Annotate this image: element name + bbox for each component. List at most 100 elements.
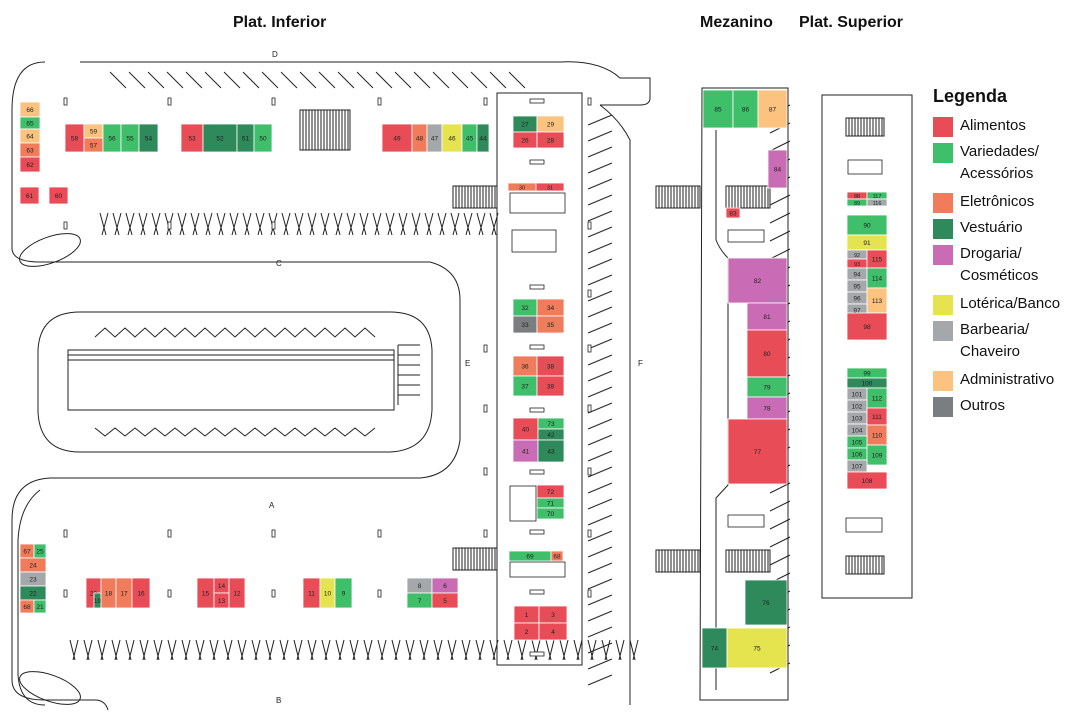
store-81[interactable]: 81 [746, 302, 788, 331]
store-89[interactable]: 89 [846, 198, 868, 207]
store-7[interactable]: 7 [406, 592, 433, 609]
store-shape[interactable] [732, 89, 759, 129]
store-shape[interactable] [48, 186, 69, 205]
store-67[interactable]: 67 [19, 543, 35, 559]
store-shape[interactable] [537, 439, 565, 463]
store-41[interactable]: 41 [512, 439, 539, 463]
store-5[interactable]: 5 [431, 592, 459, 609]
store-106[interactable]: 106 [846, 447, 868, 461]
store-30[interactable]: 30 [507, 182, 537, 192]
store-59[interactable]: 59 [83, 123, 104, 139]
store-74[interactable]: 74 [701, 627, 728, 669]
store-28[interactable]: 28 [536, 131, 565, 149]
store-105[interactable]: 105 [846, 435, 868, 449]
store-shape[interactable] [19, 186, 40, 205]
store-60[interactable]: 60 [48, 186, 69, 205]
store-16[interactable]: 16 [131, 577, 151, 609]
store-73[interactable]: 73 [537, 417, 565, 430]
store-77[interactable]: 77 [727, 418, 788, 485]
store-46[interactable]: 46 [441, 123, 463, 153]
store-15[interactable]: 15 [196, 577, 215, 609]
store-3[interactable]: 3 [538, 605, 568, 624]
store-10[interactable]: 10 [319, 577, 336, 609]
store-112[interactable]: 112 [866, 387, 888, 409]
store-shape[interactable] [536, 315, 565, 334]
store-44[interactable]: 44 [476, 123, 490, 153]
store-49[interactable]: 49 [381, 123, 413, 153]
store-31[interactable]: 31 [535, 182, 565, 192]
store-61[interactable]: 61 [19, 186, 40, 205]
store-101[interactable]: 101 [846, 387, 868, 401]
store-39[interactable]: 39 [536, 375, 565, 397]
store-8[interactable]: 8 [406, 577, 433, 594]
store-47[interactable]: 47 [426, 123, 443, 153]
store-shape[interactable] [767, 149, 788, 189]
store-shape[interactable] [138, 123, 159, 153]
store-4[interactable]: 4 [538, 622, 568, 641]
store-shape[interactable] [725, 207, 741, 219]
store-19[interactable]: 19 [93, 592, 102, 609]
store-36[interactable]: 36 [512, 355, 538, 377]
store-shape[interactable] [866, 198, 888, 207]
store-shape[interactable] [33, 599, 47, 614]
store-51[interactable]: 51 [236, 123, 255, 153]
store-32[interactable]: 32 [512, 298, 538, 317]
store-82[interactable]: 82 [727, 257, 788, 304]
store-94[interactable]: 94 [846, 267, 868, 281]
store-42[interactable]: 42 [537, 428, 565, 441]
store-114[interactable]: 114 [866, 267, 888, 289]
store-85[interactable]: 85 [702, 89, 734, 129]
store-58[interactable]: 58 [64, 123, 85, 153]
store-shape[interactable] [228, 577, 246, 609]
store-40[interactable]: 40 [512, 417, 539, 441]
store-53[interactable]: 53 [180, 123, 204, 153]
store-shape[interactable] [727, 418, 788, 485]
store-68[interactable]: 68 [550, 550, 564, 562]
store-22[interactable]: 22 [19, 585, 47, 601]
store-shape[interactable] [846, 471, 888, 490]
store-33[interactable]: 33 [512, 315, 538, 334]
store-48[interactable]: 48 [411, 123, 428, 153]
store-99[interactable]: 99 [846, 367, 888, 379]
store-66[interactable]: 66 [19, 101, 41, 118]
store-108[interactable]: 108 [846, 471, 888, 490]
store-93[interactable]: 93 [846, 258, 868, 269]
store-80[interactable]: 80 [746, 329, 788, 378]
store-72[interactable]: 72 [536, 484, 565, 499]
store-14[interactable]: 14 [213, 577, 230, 594]
store-115[interactable]: 115 [866, 249, 888, 269]
store-shape[interactable] [536, 131, 565, 149]
store-38[interactable]: 38 [536, 355, 565, 377]
store-24[interactable]: 24 [19, 557, 47, 573]
store-75[interactable]: 75 [726, 627, 788, 669]
store-shape[interactable] [19, 156, 41, 173]
store-98[interactable]: 98 [846, 312, 888, 341]
store-12[interactable]: 12 [228, 577, 246, 609]
store-21[interactable]: 21 [33, 599, 47, 614]
store-2[interactable]: 2 [513, 622, 540, 641]
store-27[interactable]: 27 [512, 115, 538, 133]
store-70[interactable]: 70 [536, 507, 565, 520]
store-26[interactable]: 26 [512, 131, 538, 149]
store-shape[interactable] [202, 123, 238, 153]
store-64[interactable]: 64 [19, 128, 41, 144]
store-shape[interactable] [536, 375, 565, 397]
store-56[interactable]: 56 [102, 123, 122, 153]
store-57[interactable]: 57 [83, 137, 104, 153]
store-45[interactable]: 45 [461, 123, 478, 153]
store-109[interactable]: 109 [866, 444, 888, 466]
store-29[interactable]: 29 [536, 115, 565, 133]
store-100[interactable]: 100 [846, 377, 888, 389]
store-17[interactable]: 17 [115, 577, 133, 609]
store-shape[interactable] [550, 550, 564, 562]
store-25[interactable]: 25 [33, 543, 47, 559]
store-1[interactable]: 1 [513, 605, 540, 624]
store-11[interactable]: 11 [302, 577, 321, 609]
store-shape[interactable] [253, 123, 273, 153]
store-18[interactable]: 18 [100, 577, 117, 609]
store-103[interactable]: 103 [846, 411, 868, 425]
store-shape[interactable] [535, 182, 565, 192]
store-54[interactable]: 54 [138, 123, 159, 153]
store-37[interactable]: 37 [512, 375, 538, 397]
store-shape[interactable] [757, 89, 788, 129]
